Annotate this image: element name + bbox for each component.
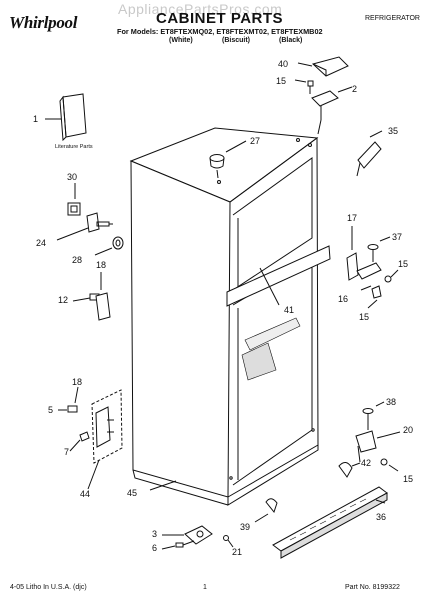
callout-15-center: 15 (398, 259, 408, 269)
callout-12: 12 (58, 295, 68, 305)
literature-part (45, 93, 87, 142)
callout-42: 42 (361, 458, 371, 468)
footer-litho: 4-05 Litho In U.S.A. (djc) (10, 584, 87, 591)
part-35 (356, 130, 383, 177)
callout-28: 28 (72, 255, 82, 265)
bottom-small-parts (161, 498, 278, 550)
literature-parts-label: Literature Parts (55, 144, 93, 150)
callout-3: 3 (152, 529, 157, 539)
brand-logo: Whirlpool (9, 13, 78, 32)
page-title: CABINET PARTS (156, 10, 284, 27)
door-stop-parts-lower (58, 386, 123, 490)
leader-45 (149, 480, 177, 491)
callout-39: 39 (240, 522, 250, 532)
callout-30: 30 (67, 172, 77, 182)
footer-part-number: Part No. 8199322 (345, 584, 400, 591)
footer-page-number: 1 (203, 584, 207, 591)
callout-36: 36 (376, 512, 386, 522)
callout-40: 40 (278, 59, 288, 69)
hinge-left-parts (56, 183, 124, 256)
leader-41 (259, 267, 280, 306)
callout-37: 37 (392, 232, 402, 242)
callout-24: 24 (36, 238, 46, 248)
color-black: (Black) (279, 37, 303, 44)
callout-18-lower: 18 (72, 377, 82, 387)
callout-41: 41 (284, 305, 294, 315)
callout-16: 16 (338, 294, 348, 304)
callout-20: 20 (403, 425, 413, 435)
top-hinge-assembly (294, 56, 353, 135)
callout-2: 2 (352, 84, 357, 94)
callout-17: 17 (347, 213, 357, 223)
category-label: REFRIGERATOR (365, 15, 420, 22)
color-white: (White) (169, 37, 193, 44)
part-27 (209, 140, 247, 179)
watermark: AppliancePartsPros.com (118, 1, 283, 17)
callout-21: 21 (232, 547, 242, 557)
door-stop-parts-upper (72, 272, 111, 321)
callout-35: 35 (388, 126, 398, 136)
center-hinge-parts (346, 226, 399, 309)
bottom-hinge-parts (338, 401, 401, 478)
callout-45: 45 (127, 488, 137, 498)
callout-7: 7 (64, 447, 69, 457)
callout-6: 6 (152, 543, 157, 553)
callout-44: 44 (80, 489, 90, 499)
callout-15-center-low: 15 (359, 312, 369, 322)
callout-15-bottom: 15 (403, 474, 413, 484)
kick-plate (272, 486, 388, 559)
cabinet-outline (129, 127, 331, 506)
callout-5: 5 (48, 405, 53, 415)
callout-1: 1 (33, 114, 38, 124)
callout-38: 38 (386, 397, 396, 407)
callout-15-top: 15 (276, 76, 286, 86)
models-line: For Models: ET8FTEXMQ02, ET8FTEXMT02, ET… (117, 27, 323, 36)
callout-18-upper: 18 (96, 260, 106, 270)
callout-27: 27 (250, 136, 260, 146)
color-biscuit: (Biscuit) (222, 37, 250, 44)
